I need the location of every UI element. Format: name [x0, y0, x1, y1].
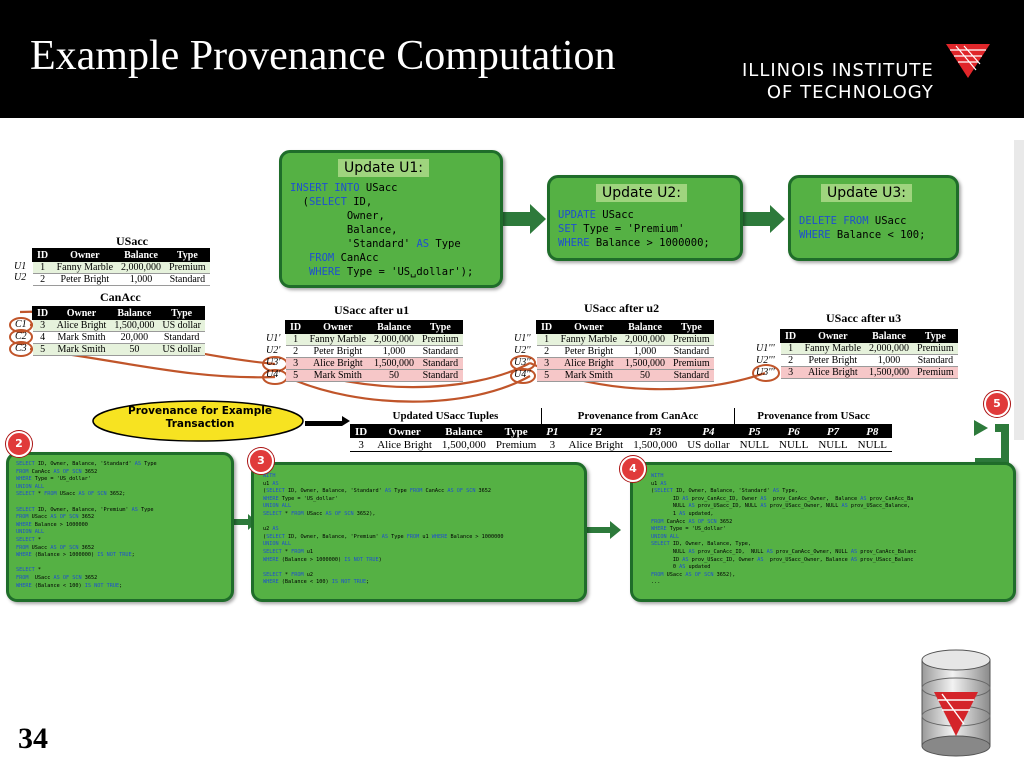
after-u1-title: USacc after u1 — [334, 303, 410, 317]
update-u3-title: Update U3: — [821, 184, 913, 202]
step-5-badge: 5 — [984, 391, 1010, 417]
arrow-3-4 — [585, 521, 621, 539]
provenance-table: Updated USacc Tuples Provenance from Can… — [350, 408, 892, 452]
arrow-4-5 — [975, 424, 1009, 466]
link-u4-u4pp — [286, 375, 531, 403]
step-2-sql: SELECT ID, Owner, Balance, 'Standard' AS… — [16, 461, 157, 589]
database-icon — [921, 649, 991, 757]
after-u2-title: USacc after u2 — [584, 301, 660, 315]
table-group-header: Updated USacc Tuples Provenance from Can… — [350, 408, 892, 425]
after-u1-row-labels: U1'U2'U3'U4' — [266, 333, 281, 380]
logo-line-2: OF TECHNOLOGY — [766, 82, 934, 103]
update-u3-sql: DELETE FROM USacc WHERE Balance < 100; — [799, 215, 926, 241]
logo-line-1: ILLINOIS INSTITUTE — [742, 60, 934, 81]
update-u1-box: Update U1: INSERT INTO USacc (SELECT ID,… — [279, 150, 503, 288]
update-u3-box: Update U3: DELETE FROM USacc WHERE Balan… — [788, 175, 959, 261]
arrow-u2-u3 — [742, 205, 785, 233]
update-u1-title: Update U1: — [338, 159, 430, 177]
university-logo-text: ILLINOIS INSTITUTE OF TECHNOLOGY — [742, 60, 934, 104]
update-u2-title: Update U2: — [596, 184, 688, 202]
arrow-callout-table — [305, 416, 350, 426]
arrow-2-3 — [232, 514, 257, 530]
update-u2-sql: UPDATE USacc SET Type = 'Premium' WHERE … — [558, 209, 710, 249]
after-u3-row-labels: U1'''U2'''U3''' — [756, 343, 775, 378]
canacc-title: CanAcc — [100, 290, 141, 304]
usacc-title: USacc — [116, 234, 148, 248]
slide-title: Example Provenance Computation — [30, 33, 616, 79]
step-3-sql: WITH u1 AS (SELECT ID, Owner, Balance, '… — [263, 473, 504, 586]
step-4-badge: 4 — [620, 456, 646, 482]
update-u2-box: Update U2: UPDATE USacc SET Type = 'Prem… — [547, 175, 743, 261]
arrow-u1-u2 — [500, 204, 546, 234]
step-4-box: WITH u1 AS (SELECT ID, Owner, Balance, '… — [630, 462, 1016, 602]
after-u2-row-labels: U1''U2''U3''U4'' — [514, 333, 531, 380]
step-4-sql: WITH u1 AS (SELECT ID, Owner, Balance, '… — [651, 473, 917, 586]
header-bar: Example Provenance Computation ILLINOIS … — [0, 0, 1024, 118]
step-2-box: SELECT ID, Owner, Balance, 'Standard' AS… — [6, 452, 234, 602]
side-scroll-strip — [1014, 140, 1024, 440]
update-u1-sql: INSERT INTO USacc (SELECT ID, Owner, Bal… — [290, 182, 474, 278]
slide-number: 34 — [18, 722, 48, 755]
step-3-box: WITH u1 AS (SELECT ID, Owner, Balance, '… — [251, 462, 587, 602]
iit-logo-icon — [946, 44, 990, 78]
provenance-callout — [92, 400, 304, 442]
step-2-badge: 2 — [6, 431, 32, 457]
after-u3-title: USacc after u3 — [826, 311, 902, 325]
step-3-badge: 3 — [248, 448, 274, 474]
